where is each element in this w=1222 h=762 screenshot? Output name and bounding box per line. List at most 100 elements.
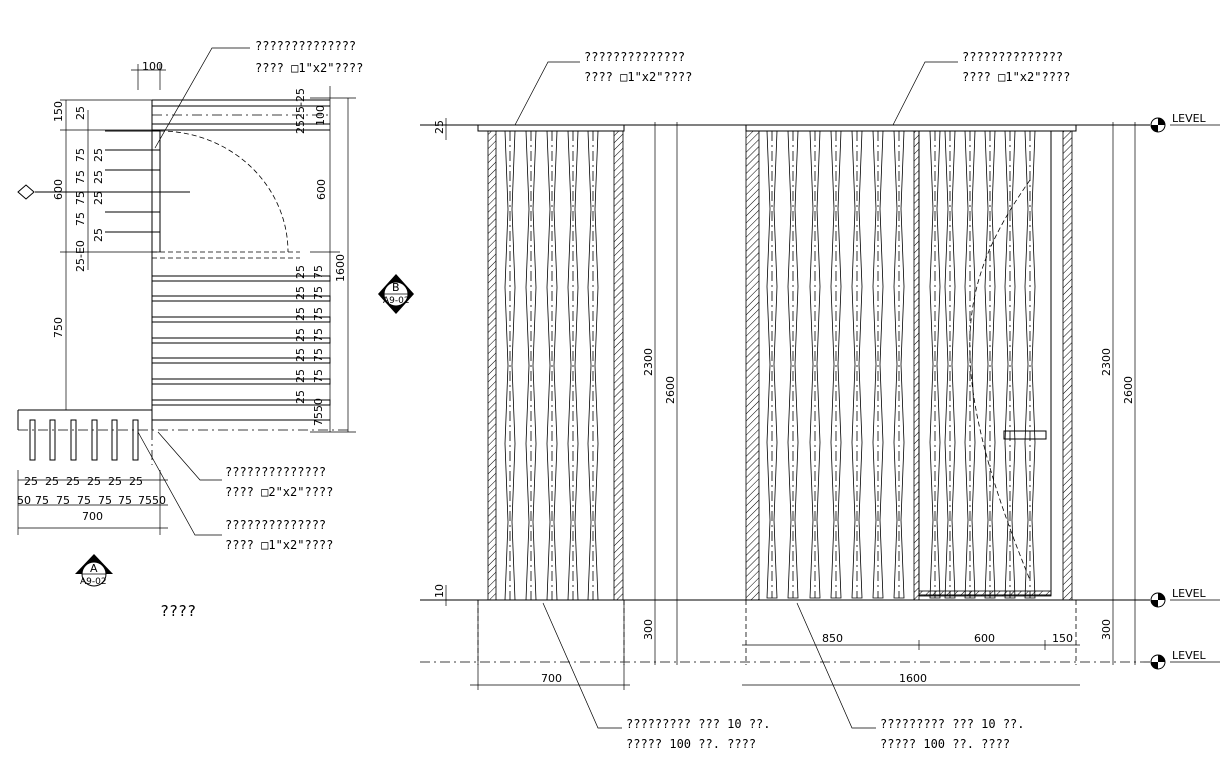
dim-25-b4: 25 <box>87 475 101 488</box>
dim-75-l4: 75 <box>74 212 87 226</box>
right-callout-top-leader <box>892 61 958 126</box>
dim-25-b2: 25 <box>45 475 59 488</box>
plan-callout-top-line1: ?????????????? <box>255 39 356 53</box>
plan-callout-low-line1: ?????????????? <box>225 518 326 532</box>
right-dim-150: 150 <box>1052 632 1073 645</box>
dim-50-b: 50 <box>17 494 31 507</box>
plan-callout-top-leader <box>154 47 250 149</box>
left-callout-bot-line1: ????????? ??? 10 ??. <box>626 717 771 731</box>
section-mark-a: A A9-02 <box>75 554 113 587</box>
right-callout-top-line1: ?????????????? <box>962 50 1063 64</box>
dim-25-r6: 25 <box>294 369 307 383</box>
dim-75-b4: 75 <box>98 494 112 507</box>
plan-callout-mid-line1: ?????????????? <box>225 465 326 479</box>
dim-75-b5: 75 <box>118 494 132 507</box>
section-b-letter: B <box>392 281 400 294</box>
level-marker-top: LEVEL <box>1150 112 1220 133</box>
dim-25-b3: 25 <box>66 475 80 488</box>
plan-callout-low-leader <box>137 431 222 536</box>
dim-75-r5: 75 <box>312 348 325 362</box>
left-callout-bot-line2: ????? 100 ??. ???? <box>626 737 756 751</box>
dim-75-b1: 75 <box>35 494 49 507</box>
baluster <box>872 130 884 599</box>
section-a-letter: A <box>90 562 98 575</box>
plan-dimensions <box>17 64 356 535</box>
dim-25-l1: 25 <box>92 148 105 162</box>
left-dim-2300: 2300 <box>642 348 655 376</box>
dim-75-r4: 75 <box>312 328 325 342</box>
left-callout-bot-leader <box>542 602 622 729</box>
dim-750: 750 <box>52 317 65 338</box>
plan-right-dim-labels: 25 75 25 75 25 75 25 75 25 75 25 75 25 7… <box>294 88 325 426</box>
plan-left-rails <box>35 130 190 233</box>
dim-75-r6: 75 <box>312 369 325 383</box>
dim-5075-r: 7550 <box>312 398 325 426</box>
right-dim-600: 600 <box>974 632 995 645</box>
dim-25-r1: 25 <box>294 265 307 279</box>
door-latch <box>1003 430 1047 440</box>
dim-2525-r: 25-25 <box>294 88 307 120</box>
right-callout-top-line2: ???? □1"x2"???? <box>962 70 1070 84</box>
baluster <box>809 130 821 599</box>
dim-1600: 1600 <box>334 254 347 282</box>
section-b-sheet: A9-02 <box>383 296 410 306</box>
baluster <box>851 130 863 599</box>
section-a-sheet: A9-02 <box>80 577 107 587</box>
dim-600-left: 600 <box>52 179 65 200</box>
left-dim-2600: 2600 <box>664 376 677 404</box>
plan-diamond-marker <box>17 184 35 200</box>
plan-top-rails <box>152 99 330 131</box>
baluster <box>766 130 778 599</box>
dim-25-r5: 25 <box>294 348 307 362</box>
right-callout-bot-line1: ????????? ??? 10 ??. <box>880 717 1025 731</box>
plan-left-dim-labels: 75 25 75 25 75 25 75 25 <box>74 148 105 242</box>
left-callout-top-line2: ???? □1"x2"???? <box>584 70 692 84</box>
elevation-right-balusters <box>766 130 1036 599</box>
baluster <box>1024 130 1036 599</box>
baluster <box>964 130 976 599</box>
dim-7550-b: 7550 <box>138 494 166 507</box>
dim-100: 100 <box>142 60 163 73</box>
door-swing-hint <box>969 179 1031 581</box>
plan-view: 100 150 600 750 600 1600 100 25 25-E0 70… <box>17 39 363 620</box>
dim-75-b2: 75 <box>56 494 70 507</box>
dim-25-r7: 25 <box>294 390 307 404</box>
dim-25-b5: 25 <box>108 475 122 488</box>
dim-75-r2: 75 <box>312 286 325 300</box>
door-swing-arc <box>159 130 289 253</box>
baluster <box>944 130 956 599</box>
baluster <box>830 130 842 599</box>
dim-25-l3: 25 <box>92 191 105 205</box>
dim-25-r3: 25 <box>294 307 307 321</box>
left-dim-10: 10 <box>433 584 446 598</box>
baluster <box>787 130 799 599</box>
elevation-left-balusters <box>504 130 599 601</box>
baluster <box>893 130 905 599</box>
dim-75-b3: 75 <box>77 494 91 507</box>
level-label-bottom: LEVEL <box>1172 649 1207 662</box>
dim-25-r2: 25 <box>294 286 307 300</box>
left-callout-top-line1: ?????????????? <box>584 50 685 64</box>
level-label-mid: LEVEL <box>1172 587 1207 600</box>
plan-title: ???? <box>160 602 196 620</box>
left-callout-top-leader <box>514 61 580 126</box>
dim-75-l2: 75 <box>74 170 87 184</box>
dim-25-e0: 25-E0 <box>74 240 87 272</box>
plan-callout-low-line2: ???? □1"x2"???? <box>225 538 333 552</box>
level-label-top: LEVEL <box>1172 112 1207 125</box>
right-dim-2300: 2300 <box>1100 348 1113 376</box>
dim-25-l4: 25 <box>92 228 105 242</box>
baluster <box>1004 130 1016 599</box>
baluster <box>929 130 941 599</box>
baluster <box>984 130 996 599</box>
dim-600-right: 600 <box>315 179 328 200</box>
right-callout-bot-leader <box>796 602 876 729</box>
plan-bottom-posts <box>29 419 139 461</box>
right-callout-bot-line2: ????? 100 ??. ???? <box>880 737 1010 751</box>
dim-75-r3: 75 <box>312 307 325 321</box>
plan-bottom-dim-labels: 25 25 25 25 25 25 50 75 75 75 75 75 7550 <box>17 475 166 507</box>
plan-callout-mid-leader <box>157 431 222 481</box>
dim-100-vertical: 100 <box>314 105 327 126</box>
left-dim-25: 25 <box>433 120 446 134</box>
